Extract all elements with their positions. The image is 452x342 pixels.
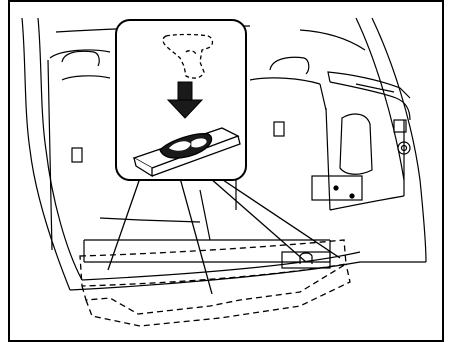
seat-control-right [274, 122, 284, 136]
headrest-right [270, 57, 309, 74]
seat-control-left [72, 148, 82, 162]
deck-hook-recess [282, 252, 330, 268]
deck-board-dashed-outline [80, 240, 350, 326]
headrest-left [62, 51, 99, 66]
inset-callout [116, 20, 246, 180]
